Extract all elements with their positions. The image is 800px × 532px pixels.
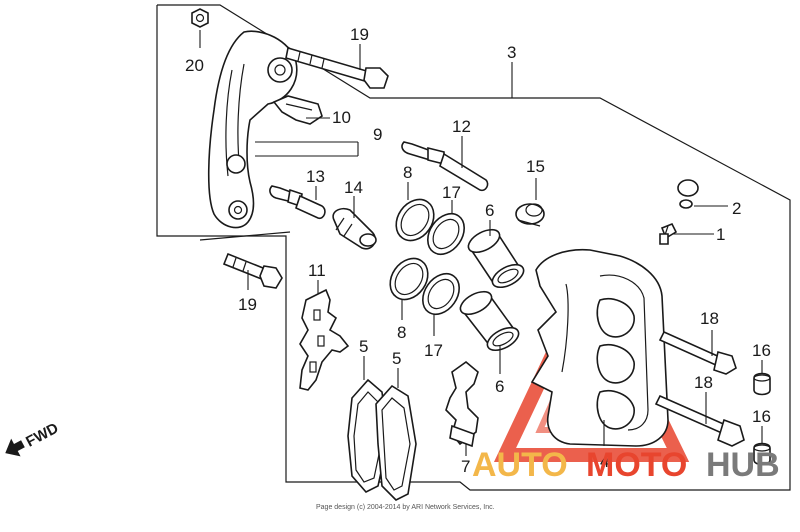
pin-boot[interactable] [332, 207, 377, 250]
bracket-bolt-top[interactable] [285, 46, 389, 89]
watermark-moto: MOTO [586, 446, 687, 484]
slide-pin[interactable] [401, 141, 489, 192]
label-part-11: 11 [308, 261, 326, 280]
label-part-5-inner: 5 [359, 337, 368, 356]
label-part-5-outer: 5 [392, 349, 401, 368]
bleeder-cap-small[interactable] [677, 179, 699, 209]
label-part-16-upper: 16 [752, 341, 771, 360]
watermark-logo: AUTO MOTO HUB [472, 446, 780, 484]
label-part-13: 13 [306, 167, 325, 186]
bleeder-screw[interactable] [659, 222, 678, 245]
caliper-bolt-lower[interactable] [654, 394, 745, 447]
pad-shim[interactable] [445, 360, 479, 448]
label-part-12: 12 [452, 117, 471, 136]
bleeder-cap[interactable] [515, 203, 545, 227]
bracket-nut[interactable] [191, 8, 209, 28]
label-part-19-top: 19 [350, 25, 369, 44]
label-part-8-upper: 8 [403, 163, 412, 182]
forward-direction-indicator: FWD [5, 420, 61, 457]
label-part-3: 3 [507, 43, 516, 62]
label-part-18-lower: 18 [694, 373, 713, 392]
label-part-17-upper: 17 [442, 183, 461, 202]
label-part-6-upper: 6 [485, 201, 494, 220]
assembly-outline [156, 4, 791, 491]
bolt-cap-upper[interactable] [753, 372, 771, 396]
pad-spring[interactable] [299, 288, 350, 391]
dust-seal-upper[interactable] [420, 207, 471, 261]
label-part-16-lower: 16 [752, 407, 771, 426]
label-part-10: 10 [332, 108, 351, 127]
piston-lower[interactable] [457, 287, 522, 355]
label-part-20: 20 [185, 56, 204, 75]
label-part-2: 2 [732, 199, 741, 218]
label-part-19-bottom: 19 [238, 295, 257, 314]
leader-lines [199, 30, 763, 456]
caliper-bolt-upper[interactable] [658, 330, 737, 375]
piston-seal-upper[interactable] [388, 192, 441, 248]
label-part-8-lower: 8 [397, 323, 406, 342]
forward-arrow-icon [5, 438, 25, 457]
label-part-17-lower: 17 [424, 341, 443, 360]
caliper-pin[interactable] [269, 185, 326, 220]
caliper-bracket[interactable] [207, 30, 298, 229]
watermark-hub: HUB [706, 446, 780, 484]
bolt-cap-lower[interactable] [753, 442, 771, 466]
piston-upper[interactable] [465, 225, 527, 292]
label-part-1: 1 [716, 225, 725, 244]
label-part-15: 15 [526, 157, 545, 176]
copyright-notice: Page design (c) 2004-2014 by ARI Network… [316, 504, 495, 511]
label-part-9: 9 [373, 125, 382, 144]
pad-retainer[interactable] [272, 95, 323, 125]
label-part-4: 4 [600, 452, 609, 471]
label-part-7: 7 [461, 457, 470, 476]
caliper-body[interactable] [530, 248, 669, 447]
bracket-bolt-bottom[interactable] [222, 252, 283, 289]
brake-pad-outer[interactable] [375, 384, 417, 501]
label-part-14: 14 [344, 178, 363, 197]
dust-seal-lower[interactable] [415, 267, 466, 321]
label-part-6-lower: 6 [495, 377, 504, 396]
watermark-auto: AUTO [472, 446, 568, 484]
forward-label: FWD [23, 420, 61, 451]
piston-seal-lower[interactable] [382, 251, 435, 307]
bracket-group-outline [199, 231, 291, 241]
label-part-18-upper: 18 [700, 309, 719, 328]
